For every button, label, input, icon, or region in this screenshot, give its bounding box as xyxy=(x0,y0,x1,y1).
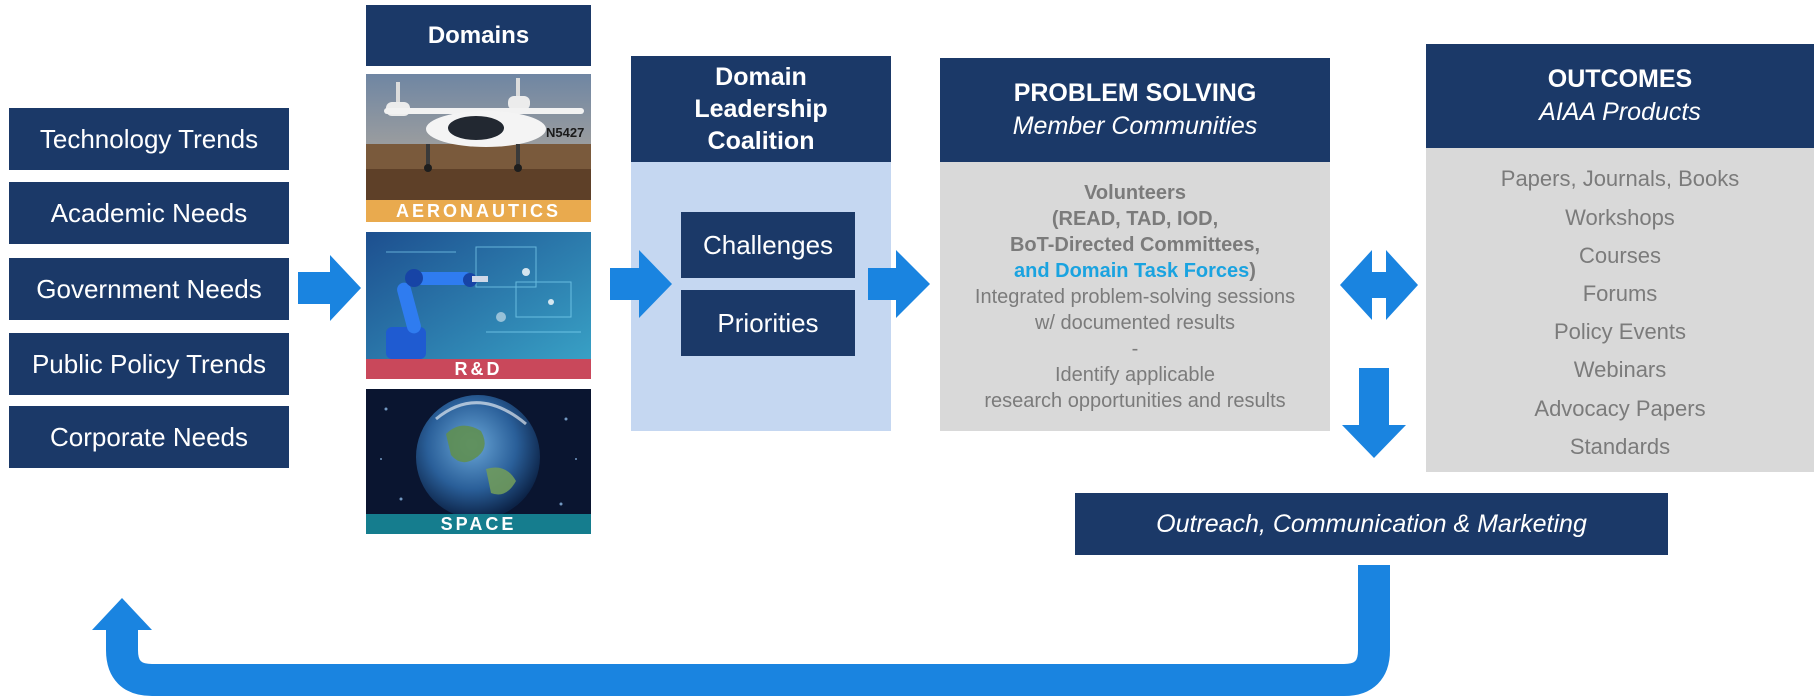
closing-paren: ) xyxy=(1249,260,1256,282)
outreach-bar: Outreach, Communication & Marketing xyxy=(1075,493,1668,555)
problem-solving-title: PROBLEM SOLVING xyxy=(1013,79,1257,107)
space-label: SPACE xyxy=(440,513,517,534)
outcome-item: Standards xyxy=(1569,434,1671,459)
domain-task-forces: and Domain Task Forces xyxy=(1014,260,1250,282)
task-forces-line: and Domain Task Forces) xyxy=(940,258,1330,284)
priorities-box: Priorities xyxy=(681,290,855,356)
need-label: Public Policy Trends xyxy=(31,348,267,379)
need-label: Corporate Needs xyxy=(50,421,248,452)
space-image xyxy=(366,389,591,534)
priorities-label: Priorities xyxy=(717,307,819,338)
outcome-item: Forums xyxy=(1582,281,1658,306)
problem-solving-desc: Identify applicable xyxy=(1054,364,1216,386)
outcomes-panel: Papers, Journals, Books Workshops Course… xyxy=(1426,148,1814,472)
coalition-title-line: Leadership xyxy=(694,95,828,123)
aircraft-tail-number: N5427 xyxy=(546,125,584,140)
outreach-label: Outreach, Communication & Marketing xyxy=(1156,509,1587,538)
problem-solving-header: PROBLEM SOLVING Member Communities xyxy=(940,58,1330,162)
space-tile: SPACE xyxy=(366,389,591,534)
problem-solving-desc: w/ documented results xyxy=(1034,312,1236,334)
coalition-title-line: Coalition xyxy=(707,127,815,155)
outcome-item: Papers, Journals, Books xyxy=(1500,166,1740,191)
outcome-item: Policy Events xyxy=(1553,319,1687,344)
arrow-right-icon xyxy=(610,250,672,318)
need-academic-needs: Academic Needs xyxy=(9,182,289,244)
volunteer-groups: (READ, TAD, IOD, xyxy=(1051,208,1219,230)
domains-header: Domains xyxy=(366,5,591,66)
need-label: Government Needs xyxy=(36,273,262,304)
problem-solving-subtitle: Member Communities xyxy=(1012,112,1258,140)
volunteers-label: Volunteers xyxy=(1084,182,1186,204)
rnd-image xyxy=(366,232,591,379)
outcome-item: Webinars xyxy=(1573,357,1667,382)
domains-title: Domains xyxy=(427,21,530,49)
rnd-label: R&D xyxy=(454,358,503,379)
bot-committees: BoT-Directed Committees, xyxy=(1009,234,1261,256)
need-public-policy-trends: Public Policy Trends xyxy=(9,333,289,395)
arrow-right-icon xyxy=(298,255,361,321)
need-technology-trends: Technology Trends xyxy=(9,108,289,170)
outcome-item: Courses xyxy=(1579,243,1661,268)
arrow-down-icon xyxy=(1342,368,1406,458)
outcomes-title: OUTCOMES xyxy=(1547,65,1693,93)
aeronautics-label: AERONAUTICS xyxy=(395,200,561,221)
problem-solving-panel xyxy=(940,162,1330,431)
space-band: SPACE xyxy=(366,514,591,534)
need-label: Academic Needs xyxy=(50,197,248,228)
problem-solving-body: Volunteers (READ, TAD, IOD, BoT-Directed… xyxy=(940,180,1330,414)
problem-solving-desc: research opportunities and results xyxy=(984,390,1286,412)
need-label: Technology Trends xyxy=(39,123,259,154)
need-corporate-needs: Corporate Needs xyxy=(9,406,289,468)
feedback-loop-arrow xyxy=(106,565,1390,696)
challenges-box: Challenges xyxy=(681,212,855,278)
problem-solving-desc: Integrated problem-solving sessions xyxy=(974,286,1296,308)
coalition-title-line: Domain xyxy=(715,63,807,91)
arrow-up-icon xyxy=(92,598,152,630)
aeronautics-image: N5427 xyxy=(366,74,591,222)
aeronautics-tile: N5427 AERONAUTICS xyxy=(366,74,591,222)
outcomes-subtitle: AIAA Products xyxy=(1539,98,1701,126)
rnd-band: R&D xyxy=(366,359,591,379)
outcome-item: Advocacy Papers xyxy=(1534,396,1706,421)
aeronautics-band: AERONAUTICS xyxy=(366,200,591,222)
outcomes-header: OUTCOMES AIAA Products xyxy=(1426,44,1814,148)
need-government-needs: Government Needs xyxy=(9,258,289,320)
challenges-label: Challenges xyxy=(702,229,834,260)
coalition-header: Domain Leadership Coalition xyxy=(631,56,891,162)
outcome-item: Workshops xyxy=(1565,205,1675,230)
separator: - xyxy=(1131,338,1139,360)
arrow-right-icon xyxy=(868,250,930,318)
rnd-tile: R&D xyxy=(366,232,591,379)
double-arrow-icon xyxy=(1340,250,1418,320)
